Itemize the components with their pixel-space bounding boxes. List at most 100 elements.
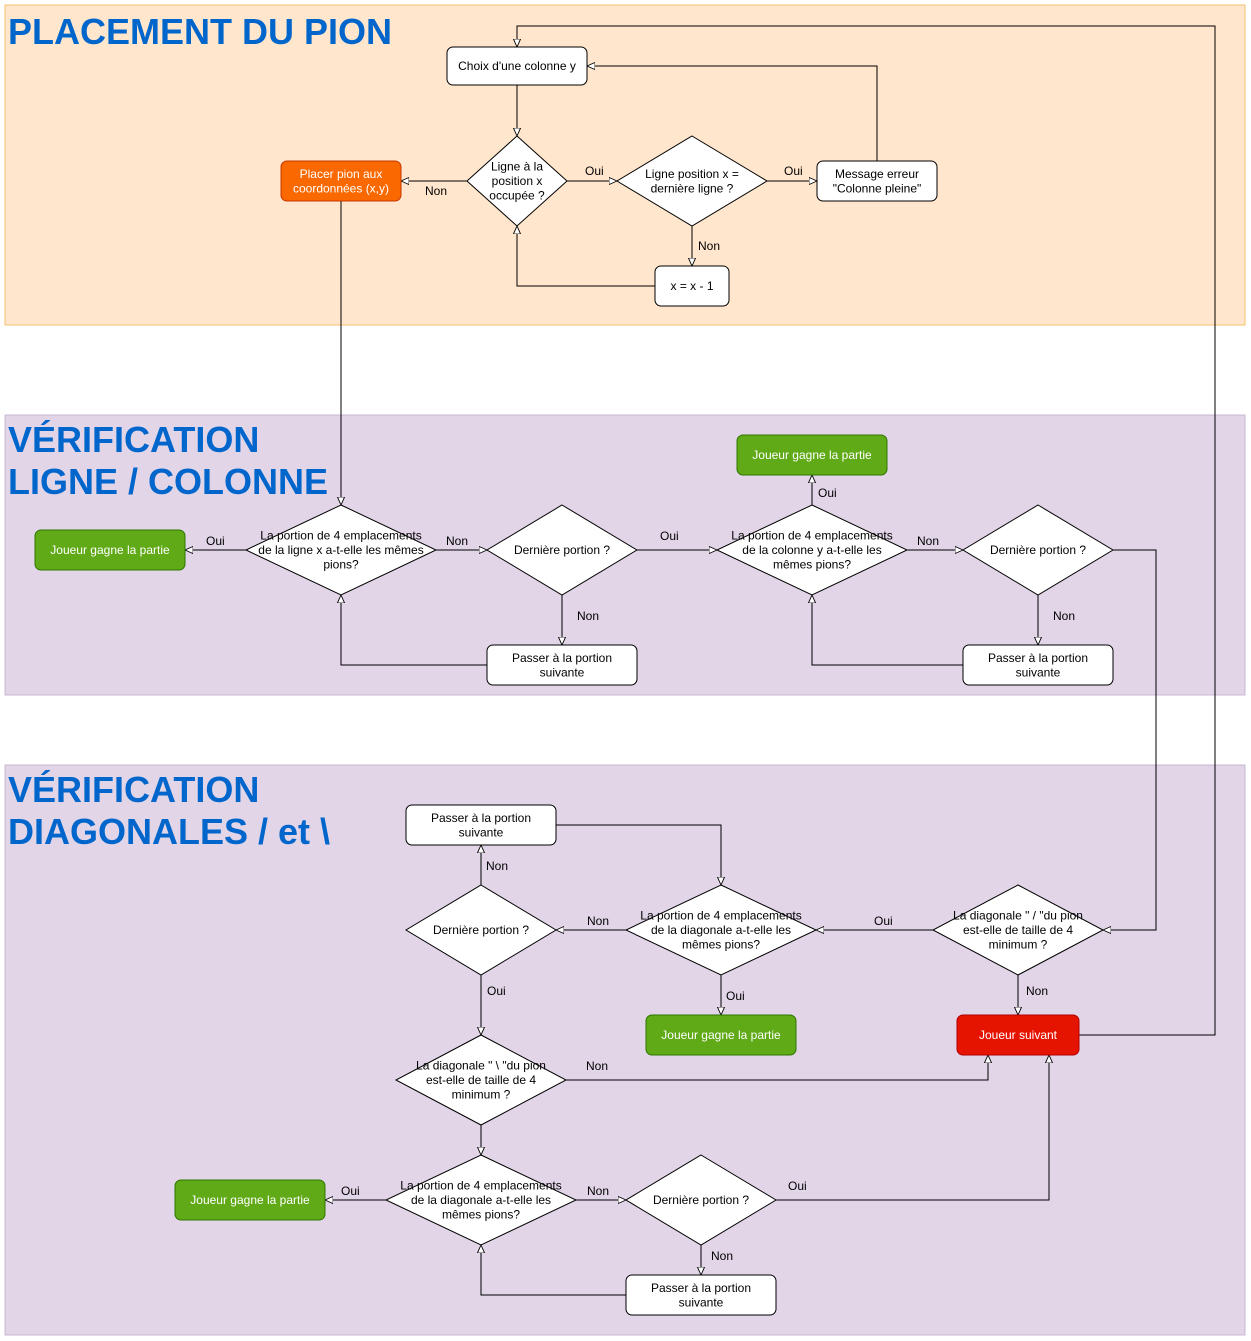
node-shape <box>466 135 568 227</box>
node-shape <box>956 1014 1080 1056</box>
edge-derniere-diag2-to-joueur-suivant <box>776 1055 1049 1201</box>
node-text-line: mêmes pions? <box>682 938 760 952</box>
node-shape <box>174 1179 326 1221</box>
node-text-line: Message erreur <box>835 167 919 181</box>
node-text-line: Dernière portion ? <box>990 543 1086 557</box>
node-text-line: coordonnées (x,y) <box>293 181 389 195</box>
node-shape <box>962 504 1114 596</box>
edge-suivante-colonne-to-portion <box>812 595 963 666</box>
node-text-line: de la diagonale a-t-elle les <box>651 923 791 937</box>
edge-label-non: Non <box>446 534 468 548</box>
edge-label-non: Non <box>698 239 720 253</box>
node-gagne-diag1: Joueur gagne la partie <box>645 1014 797 1056</box>
lane-ligne-colonne-title-1: VÉRIFICATION <box>8 419 259 460</box>
node-text-line: La portion de 4 emplacements <box>400 1179 561 1193</box>
edge-label-non: Non <box>425 184 447 198</box>
edge-x-to-occupee <box>517 226 655 287</box>
edge-diag-back-to-joueur-suivant <box>566 1055 988 1081</box>
edge-label-non: Non <box>711 1249 733 1263</box>
edge-label-oui: Oui <box>788 1179 807 1193</box>
node-text-line: Passer à la portion <box>512 651 612 665</box>
node-shape <box>486 504 638 596</box>
edge-label-non: Non <box>1026 984 1048 998</box>
edge-erreur-to-choix <box>587 66 878 161</box>
node-shape <box>654 265 730 307</box>
node-text-line: Choix d'une colonne y <box>458 59 576 73</box>
node-text-line: Joueur suivant <box>979 1028 1058 1042</box>
edge-label-non: Non <box>486 859 508 873</box>
node-text-line: Passer à la portion <box>988 651 1088 665</box>
edge-label-oui: Oui <box>874 914 893 928</box>
edge-label-oui: Oui <box>784 164 803 178</box>
node-text-line: minimum ? <box>989 938 1048 952</box>
node-shape <box>624 884 818 976</box>
node-shape <box>244 504 438 596</box>
node-shape <box>616 135 768 227</box>
node-text-line: position x <box>492 174 543 188</box>
node-text-line: Placer pion aux <box>300 167 383 181</box>
node-text-line: Joueur gagne la partie <box>661 1028 781 1042</box>
node-x-moins-un: x = x - 1 <box>654 265 730 307</box>
node-text-line: La portion de 4 emplacements <box>260 529 421 543</box>
edge-joueur-suivant-to-choix <box>517 25 1216 1036</box>
node-text-line: Joueur gagne la partie <box>50 543 170 557</box>
node-text-line: de la colonne y a-t-elle les <box>742 543 881 557</box>
lane-placement-title: PLACEMENT DU PION <box>8 11 392 52</box>
node-derniere-portion-ligne: Dernière portion ? <box>486 504 638 596</box>
node-text-line: est-elle de taille de 4 <box>426 1073 536 1087</box>
nodes: Choix d'une colonne y Ligne à laposition … <box>34 46 1114 1316</box>
edge-label-oui: Oui <box>726 989 745 1003</box>
node-text-line: minimum ? <box>452 1088 511 1102</box>
edge-label-oui: Oui <box>818 486 837 500</box>
node-shape <box>625 1274 777 1316</box>
node-joueur-suivant: Joueur suivant <box>956 1014 1080 1056</box>
node-shape <box>715 504 909 596</box>
edge-derniere-colonne-to-diag-slash <box>1103 549 1157 930</box>
node-derniere-ligne: Ligne position x =dernière ligne ? <box>616 135 768 227</box>
node-gagne-ligne: Joueur gagne la partie <box>34 529 186 571</box>
node-shape <box>405 884 557 976</box>
node-gagne-colonne: Joueur gagne la partie <box>736 434 888 476</box>
node-shape <box>446 46 588 86</box>
node-text-line: suivante <box>540 665 585 679</box>
node-text-line: Dernière portion ? <box>514 543 610 557</box>
node-text-line: Dernière portion ? <box>653 1193 749 1207</box>
node-shape <box>384 1154 578 1246</box>
node-derniere-portion-diag1: Dernière portion ? <box>405 884 557 976</box>
edges <box>185 25 1216 1296</box>
node-text-line: Ligne à la <box>491 160 543 174</box>
edge-label-non: Non <box>917 534 939 548</box>
node-shape <box>486 644 638 686</box>
node-shape <box>816 160 938 202</box>
edge-label-oui: Oui <box>206 534 225 548</box>
edge-suivante-diag2-to-portion <box>481 1245 626 1296</box>
node-text-line: La diagonale " \ "du pion <box>416 1059 546 1073</box>
node-shape <box>962 644 1114 686</box>
node-shape <box>280 160 402 202</box>
node-text-line: "Colonne pleine" <box>833 181 922 195</box>
node-text-line: suivante <box>679 1295 724 1309</box>
edge-label-oui: Oui <box>660 529 679 543</box>
node-shape <box>645 1014 797 1056</box>
node-text-line: dernière ligne ? <box>651 181 734 195</box>
node-text-line: La portion de 4 emplacements <box>640 909 801 923</box>
edge-label-oui: Oui <box>585 164 604 178</box>
edge-label-non: Non <box>586 1059 608 1073</box>
node-text-line: est-elle de taille de 4 <box>963 923 1073 937</box>
lane-placement: PLACEMENT DU PION <box>4 4 1246 326</box>
edge-label-non: Non <box>577 609 599 623</box>
node-text-line: Passer à la portion <box>651 1281 751 1295</box>
node-text-line: suivante <box>1016 665 1061 679</box>
node-text-line: x = x - 1 <box>670 279 713 293</box>
